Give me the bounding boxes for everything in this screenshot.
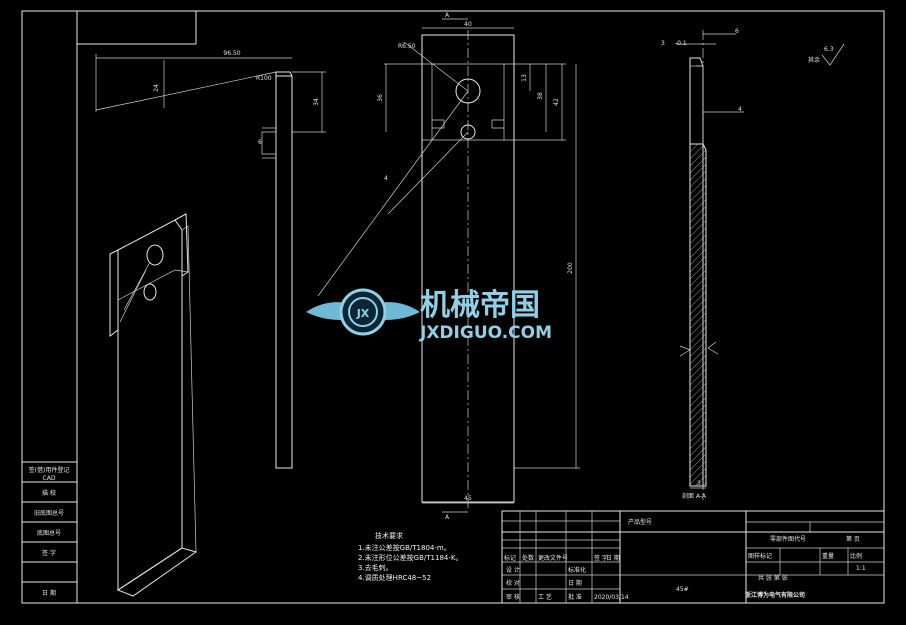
dim-200: 200 <box>567 262 574 274</box>
material: 45# <box>676 586 689 593</box>
watermark-badge: JX <box>356 307 370 320</box>
strip-cell-1: CAD <box>43 475 56 482</box>
tech-req-3: 3.去毛刺。 <box>358 563 393 572</box>
dim-3-bottom: 3 <box>697 480 701 487</box>
dim-minus-0-1: -0.1 <box>675 40 687 47</box>
company-name: 浙江博为电气有限公司 <box>745 591 805 599</box>
svg-text:签 字: 签 字 <box>594 554 608 562</box>
svg-text:更改文件号: 更改文件号 <box>538 554 568 562</box>
dim-24: 24 <box>153 84 160 92</box>
svg-text:标记: 标记 <box>504 554 516 562</box>
outer-border <box>21 10 885 604</box>
scale-value: 1:1 <box>856 565 866 572</box>
svg-text:标准化: 标准化 <box>568 566 586 574</box>
section-label: 剖面 A-A <box>682 492 707 500</box>
svg-text:校 对: 校 对 <box>506 579 520 587</box>
svg-text:日 期: 日 期 <box>606 554 620 562</box>
section-mark-bottom: A <box>445 514 450 521</box>
drawing-no-label: 零部件图代号 <box>770 535 806 543</box>
dim-34: 34 <box>313 98 320 106</box>
svg-text:日 期: 日 期 <box>568 579 582 587</box>
svg-text:处数: 处数 <box>522 554 534 562</box>
side-view-left: 96.50 R100 24 34 6 <box>95 50 326 469</box>
watermark-en: JXDIGUO.COM <box>419 323 552 343</box>
strip-cell-3: 旧底图总号 <box>34 509 64 517</box>
scale-label: 比例 <box>850 552 862 560</box>
svg-text:2020/03/14: 2020/03/14 <box>594 594 629 601</box>
dim-42: 42 <box>553 98 560 106</box>
strip-cell-4: 底图总号 <box>37 529 61 537</box>
dim-3-top: 3 <box>661 40 665 47</box>
strip-cell-5: 签 字 <box>42 549 56 557</box>
dim-45: 45 <box>464 495 472 502</box>
dim-4-right: 4 <box>738 106 742 113</box>
svg-text:6.3: 6.3 <box>824 46 834 53</box>
dim-r6-50: R6.50 <box>398 43 416 50</box>
isometric-view <box>109 213 198 597</box>
strip-cell-6: 日 期 <box>42 589 56 597</box>
dim-4: 4 <box>384 175 388 182</box>
tech-req-4: 4.调质处理HRC48~52 <box>358 573 431 582</box>
stage-mark-label: 图样标记 <box>748 552 772 560</box>
svg-text:其余: 其余 <box>808 56 820 64</box>
sheets-label: 共 张 第 张 <box>758 574 788 582</box>
strip-cell-0: 签(借)用件登记 <box>29 466 70 474</box>
page-label: 第 页 <box>846 535 860 543</box>
dim-6: 6 <box>258 139 262 146</box>
svg-text:批 准: 批 准 <box>568 593 582 601</box>
product-model-label: 产品型号 <box>628 518 652 526</box>
surface-finish-symbol: 其余 6.3 <box>808 43 845 66</box>
section-mark-top: A <box>445 12 450 19</box>
dim-13: 13 <box>521 74 528 82</box>
svg-text:设 计: 设 计 <box>506 566 520 574</box>
tech-req-2: 2.未注形位公差按GB/T1184-K。 <box>358 553 462 562</box>
strip-cell-2: 描 校 <box>42 489 56 497</box>
tech-req-1: 1.未注公差按GB/T1804-m。 <box>358 543 451 552</box>
left-strip-table: 签(借)用件登记 CAD 描 校 旧底图总号 底图总号 签 字 日 期 <box>21 461 78 604</box>
svg-text:工 艺: 工 艺 <box>538 593 552 601</box>
watermark-logo: JX 机械帝国 JXDIGUO.COM <box>306 288 552 343</box>
dim-96-50: 96.50 <box>223 50 240 57</box>
dim-6-right: 6 <box>735 28 739 35</box>
watermark-cn: 机械帝国 <box>420 288 540 323</box>
front-view: A A 40 45 36 13 38 42 200 R6.50 4 <box>317 12 580 521</box>
dim-r100: R100 <box>256 75 272 82</box>
weight-label: 重量 <box>822 552 834 560</box>
svg-text:审 核: 审 核 <box>506 593 520 601</box>
tech-req-title: 技术要求 <box>375 531 403 540</box>
dim-36: 36 <box>377 94 384 102</box>
dim-38: 38 <box>537 92 544 100</box>
section-view: 3 -0.1 6 4 3 剖面 A-A <box>661 28 744 500</box>
technical-requirements: 技术要求 1.未注公差按GB/T1804-m。 2.未注形位公差按GB/T118… <box>358 531 462 582</box>
title-block: 产品型号 零部件图代号 第 页 图样标记 重量 比例 1:1 共 张 第 张 4… <box>501 510 885 604</box>
dim-40: 40 <box>464 21 472 28</box>
